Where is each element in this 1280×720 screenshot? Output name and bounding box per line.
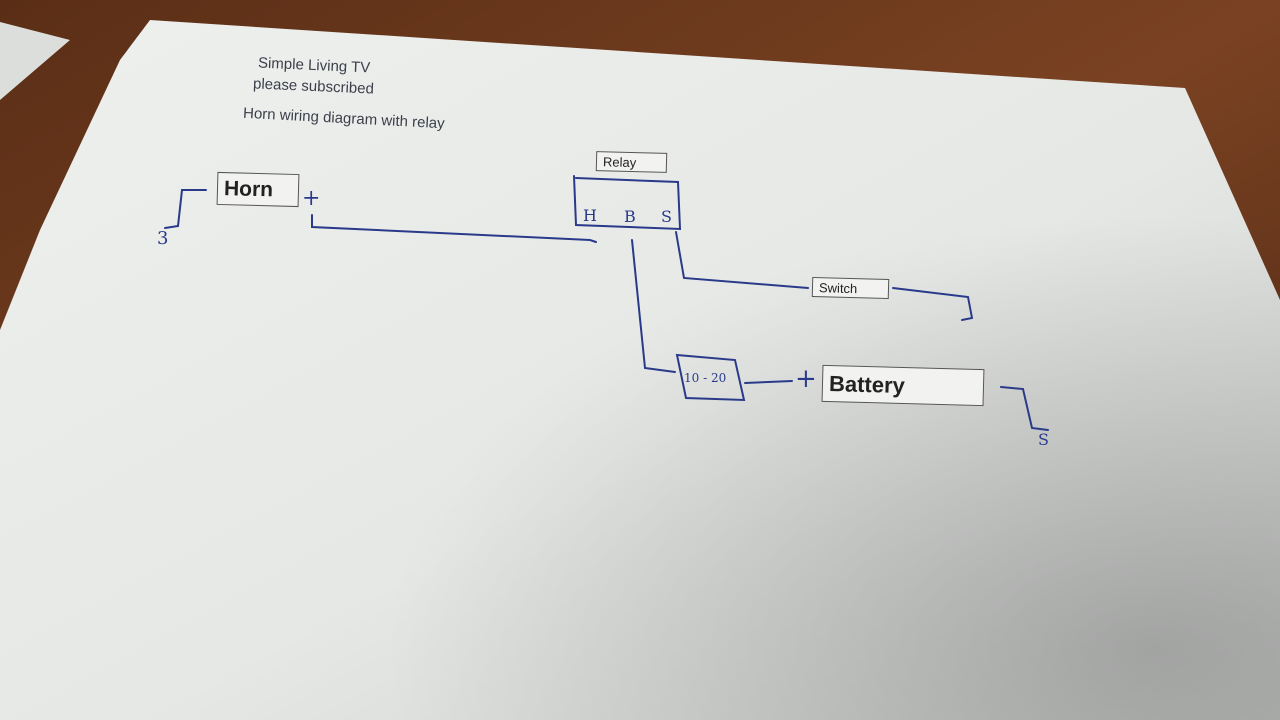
wiring-lines — [164, 175, 1049, 431]
horn-plus-mark: + — [302, 186, 321, 211]
relay-terminal-s: S — [661, 207, 672, 226]
battery-ground-mark: S — [1038, 430, 1049, 449]
horn-ground-wire — [164, 189, 207, 229]
fuse-rating: 10 - 20 — [684, 371, 727, 385]
horn-label: Horn — [216, 171, 300, 208]
horn-ground-mark: 3 — [157, 228, 169, 249]
switch-ground-wire — [892, 287, 974, 321]
relay-to-fuse-wire — [631, 239, 676, 373]
relay-terminal-b: B — [624, 207, 636, 226]
relay-label: Relay — [595, 151, 668, 173]
horn-to-relay-wire — [311, 214, 597, 243]
fuse-to-battery-wire — [744, 380, 793, 384]
battery-label: Battery — [821, 364, 985, 407]
relay-terminal-h: H — [583, 206, 597, 225]
switch-label: Switch — [811, 276, 890, 300]
battery-plus-mark: + — [795, 364, 817, 394]
relay-body — [573, 175, 682, 231]
fuse-box — [675, 353, 746, 402]
battery-ground-wire — [1000, 386, 1049, 431]
relay-to-switch-wire — [675, 231, 809, 289]
